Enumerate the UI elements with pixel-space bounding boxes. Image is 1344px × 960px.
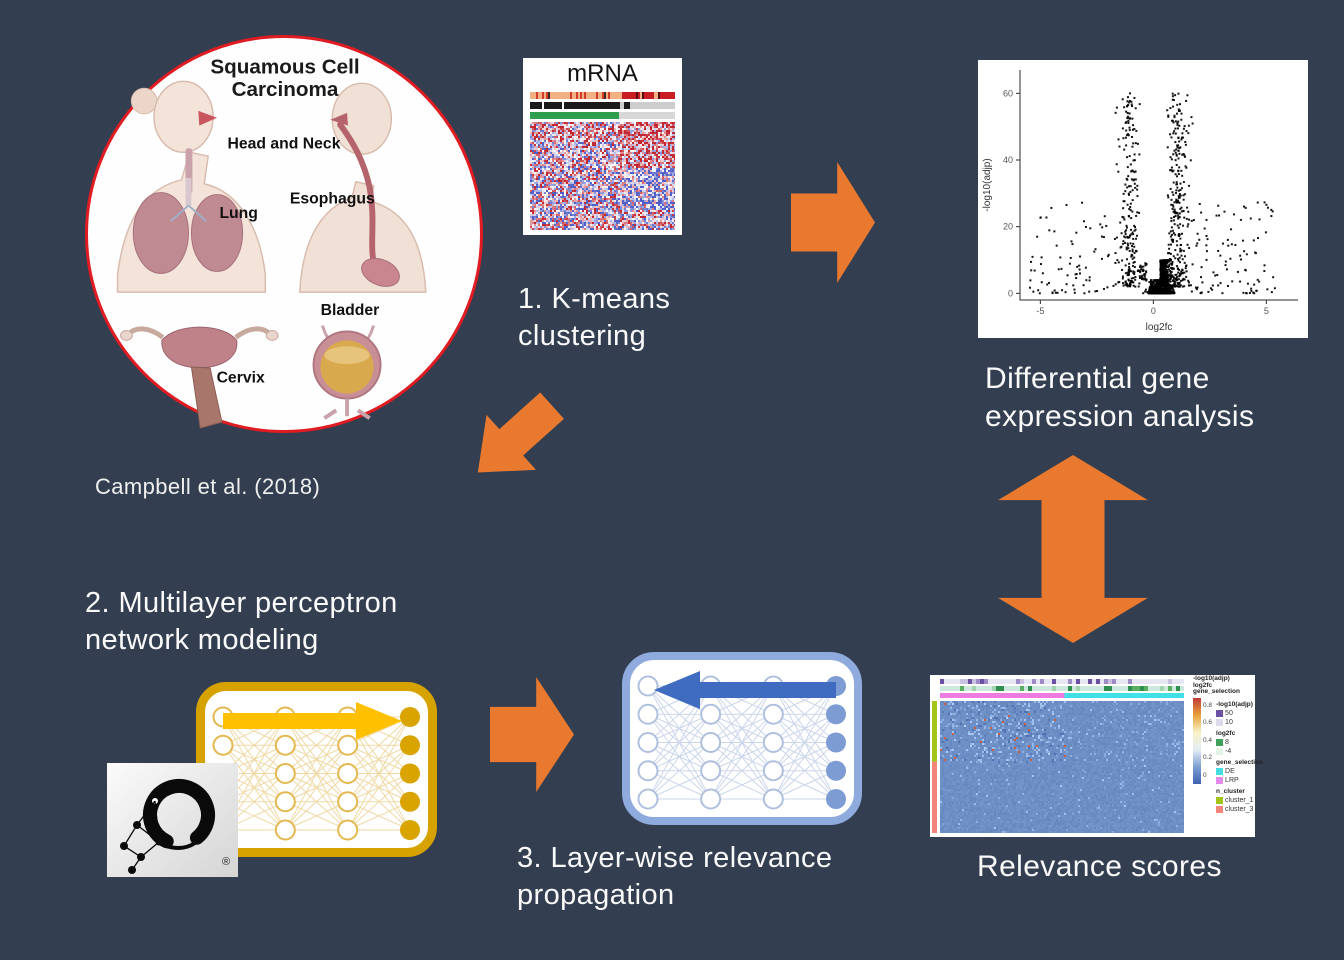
legend-item: LRP: [1216, 777, 1263, 785]
registered-trademark: ®: [222, 856, 230, 868]
volcano-plot-canvas: [978, 60, 1308, 338]
relevance-label: Relevance scores: [977, 850, 1222, 883]
legend-item: 10: [1216, 719, 1263, 727]
label-lung: Lung: [219, 205, 257, 222]
label-head-and-neck: Head and Neck: [228, 135, 341, 152]
label-cervix: Cervix: [217, 370, 265, 387]
legend-item: cluster_1: [1216, 797, 1263, 805]
cb-tick: 0.4: [1203, 736, 1213, 744]
legend-title-gene-selection: gene_selection: [1216, 758, 1264, 766]
legend-swatch: [1216, 768, 1224, 775]
legend-swatch: [1216, 719, 1224, 726]
cb-tick: 0.6: [1203, 719, 1213, 726]
dge-label: Differential gene expression analysis: [985, 362, 1255, 434]
relevance-panel: -log10(adjp) log2fc gene_selection 0.8 0…: [930, 675, 1263, 837]
legend-swatch: [1216, 777, 1224, 784]
legend-item: -4: [1216, 748, 1263, 756]
anatomy-title-line2: Carcinoma: [232, 78, 339, 101]
legend-item: cluster_3: [1216, 806, 1263, 814]
lrp-backward-figure: [622, 652, 862, 825]
anatomy-figure: Squamous Cell Carcinoma Head and Neck Lu…: [85, 35, 483, 433]
legend-swatch: [1216, 806, 1224, 813]
row-label-gene-selection: gene_selection: [1193, 688, 1240, 695]
legend-title-log10adjp: -log10(adjp): [1216, 700, 1253, 708]
arrow-to-dge: [791, 162, 875, 283]
mlp-forward-figure: [196, 682, 437, 857]
citation: Campbell et al. (2018): [95, 474, 321, 499]
label-esophagus: Esophagus: [290, 190, 375, 207]
mrna-panel: mRNA: [523, 58, 682, 235]
arrow-to-lrp: [490, 677, 574, 792]
legend-item: DE: [1216, 768, 1263, 776]
lrp-network-diagram: [637, 671, 846, 810]
volcano-panel: [978, 60, 1308, 338]
anatomy-title-line1: Squamous Cell: [210, 55, 359, 78]
relevance-heatmap-canvas: [932, 677, 1192, 835]
arrow-compare-bidirectional: [998, 455, 1148, 643]
legend-swatch: [1216, 710, 1224, 717]
step3-label: 3. Layer-wise relevance propagation: [517, 842, 833, 912]
legend-swatch: [1216, 748, 1224, 755]
enso-network-logo: ®: [107, 763, 238, 877]
legend-item: 8: [1216, 739, 1263, 747]
cb-tick: 0: [1203, 771, 1207, 779]
row-label-log2fc: log2fc: [1193, 681, 1213, 689]
legend-item: 50: [1216, 710, 1263, 718]
step2-label: 2. Multilayer perceptron network modelin…: [85, 587, 398, 657]
annotation-row-labels: -log10(adjp) log2fc gene_selection: [1193, 675, 1253, 696]
cb-tick: 0.2: [1203, 754, 1213, 761]
colorbar-gradient: [1193, 697, 1201, 784]
legend-title-log2fc: log2fc: [1216, 729, 1236, 737]
legend-title-n-cluster: n_cluster: [1216, 787, 1245, 795]
mrna-title: mRNA: [567, 60, 638, 87]
colorbar-ticks: 0.8 0.6 0.4 0.2 0: [1203, 702, 1212, 780]
anatomy-illustration: Squamous Cell Carcinoma Head and Neck Lu…: [116, 55, 427, 429]
relevance-legend: -log10(adjp) log2fc gene_selection 0.8 0…: [1193, 675, 1263, 834]
step1-label: 1. K-means clustering: [518, 283, 671, 353]
cb-tick: 0.8: [1203, 701, 1213, 709]
row-label-log10adjp: -log10(adjp): [1193, 675, 1230, 682]
legend-swatch: [1216, 797, 1224, 804]
legend-swatch: [1216, 739, 1224, 746]
mrna-heatmap-canvas: [530, 92, 675, 230]
relevance-colorbar: 0.8 0.6 0.4 0.2 0: [1193, 697, 1212, 814]
label-bladder: Bladder: [321, 302, 380, 319]
mlp-network-diagram: [212, 702, 420, 841]
